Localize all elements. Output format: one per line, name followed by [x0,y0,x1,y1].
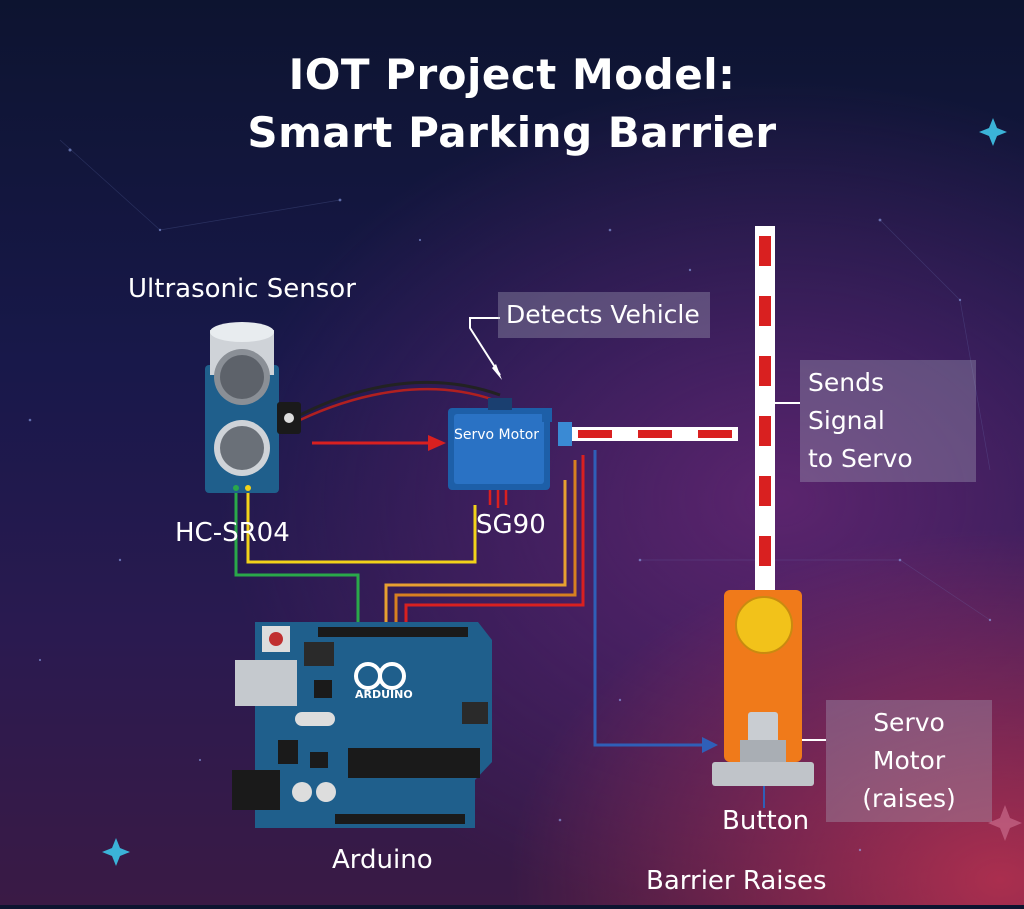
hc-sr04-label: HC-SR04 [175,518,290,548]
callout-sends-signal: Sends Signal to Servo [800,360,976,482]
sparkle-icon [102,838,130,866]
callout-detects-vehicle: Detects Vehicle [498,292,710,338]
servo-motor-label: Servo Motor [454,427,540,443]
barrier-base [724,590,802,762]
arduino-label: Arduino [332,845,433,875]
servo-motor [448,398,572,508]
callout-sends-line1: Sends Signal [808,368,885,435]
button-label: Button [722,806,810,836]
barrier-raises-label: Barrier Raises [646,866,827,896]
sensor-cable [299,380,501,417]
callout-servo-raises: Servo Motor (raises) [826,700,992,822]
wire-green [234,485,360,632]
arduino-board [232,622,492,828]
servo-arm [572,427,738,441]
wire-blue [593,450,712,747]
wire-yellow [246,485,477,564]
ultrasonic-sensor [205,322,301,493]
wire-orange-2 [394,460,577,632]
callout-servo-line1: Servo Motor [872,708,946,775]
barrier-pole [755,226,775,598]
callout-sends-line2: to Servo [808,444,913,473]
page-title-line1: IOT Project Model: [288,50,736,99]
wire-red [404,455,585,632]
wire-orange-1 [384,480,567,632]
ultrasonic-sensor-label: Ultrasonic Sensor [128,274,356,304]
arduino-logo-text: ARDUINO [355,688,413,701]
sparkle-icon [979,118,1007,146]
sg90-label: SG90 [476,510,546,540]
push-button [712,712,814,808]
page-title-line2: Smart Parking Barrier [247,108,777,157]
blue-arrowhead [702,737,718,753]
callout-servo-line2: (raises) [862,784,956,813]
callout-detects-text: Detects Vehicle [506,300,700,329]
